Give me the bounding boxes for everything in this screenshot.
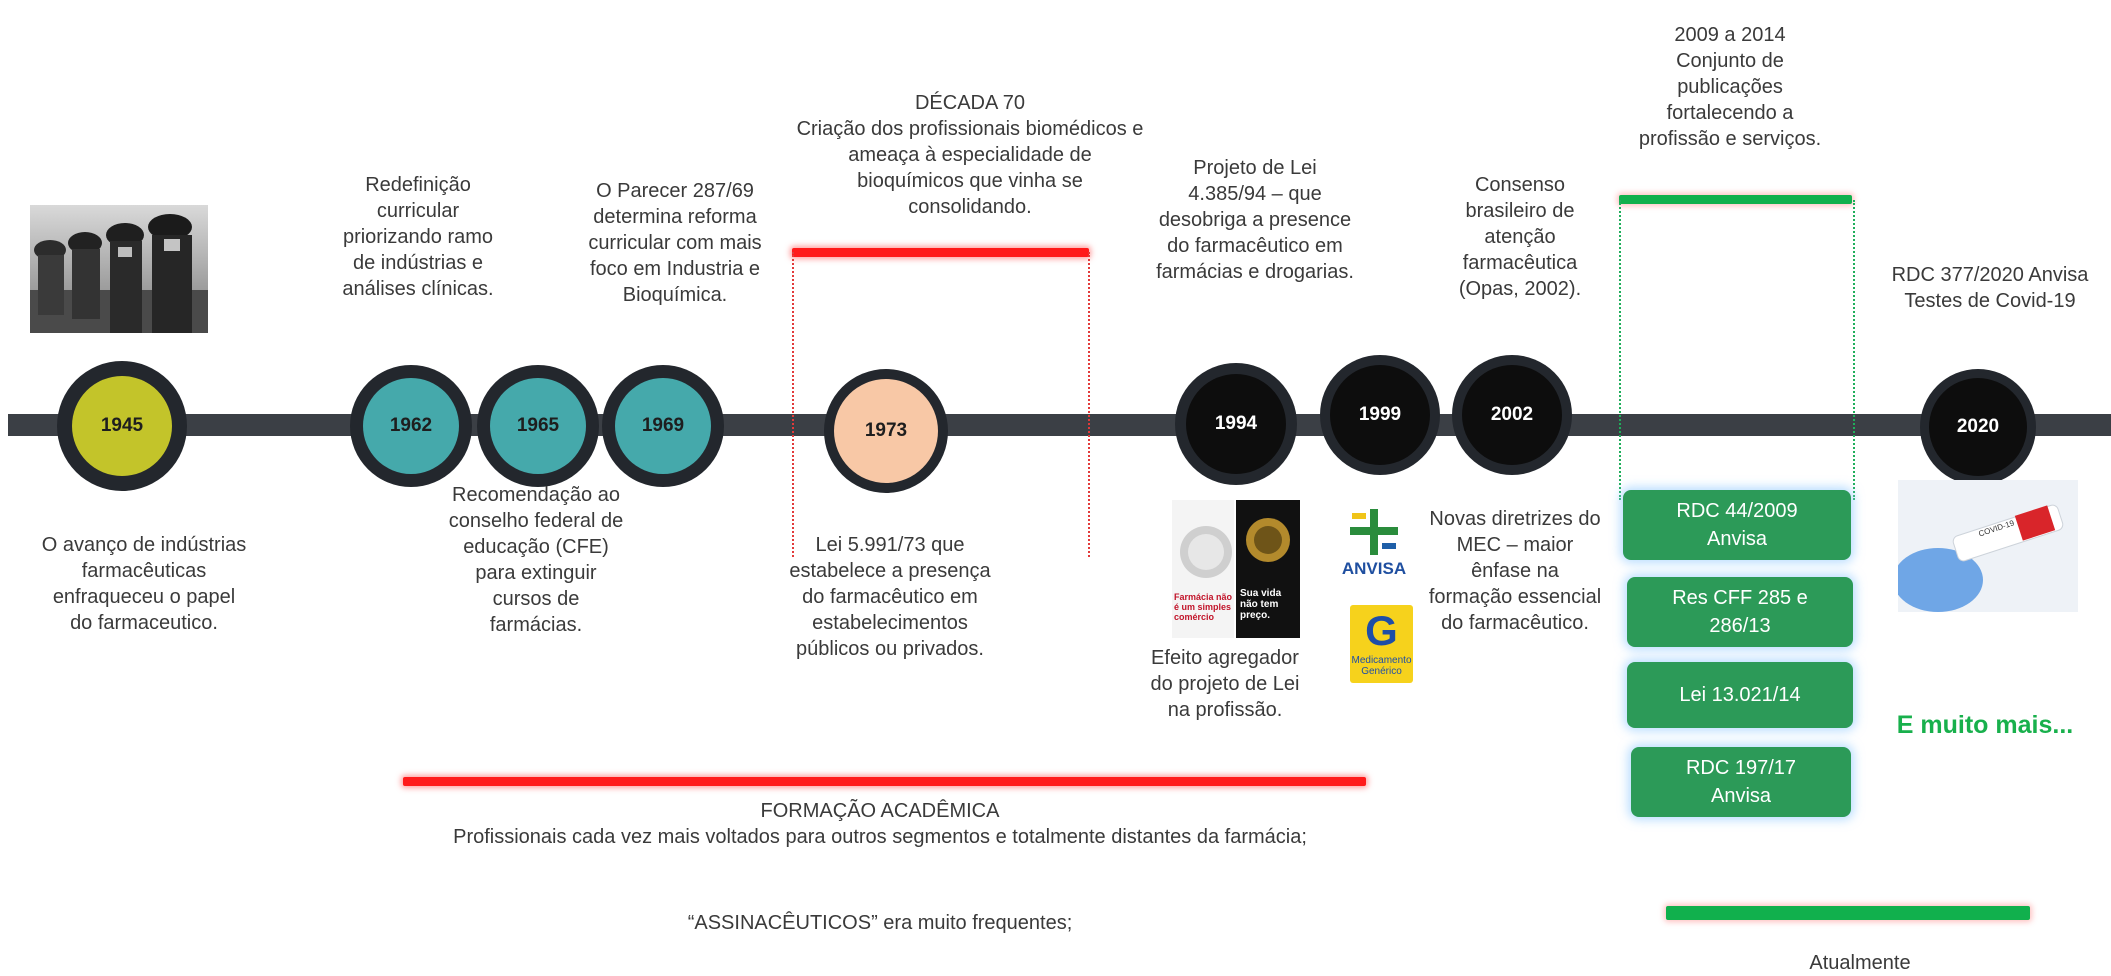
- text-1994: Projeto de Lei 4.385/94 – que desobriga …: [1156, 157, 1354, 283]
- text-2009-2014: 2009 a 2014 Conjunto de publicações fort…: [1638, 24, 1822, 150]
- text-2002: Consenso brasileiro de atenção farmacêut…: [1458, 174, 1582, 300]
- node-1969: 1969: [602, 365, 724, 487]
- node-1965: 1965: [477, 365, 599, 487]
- text-1994-efeito: Efeito agregador do projeto de Lei na pr…: [1150, 647, 1300, 721]
- node-1973-label: 1973: [834, 379, 938, 483]
- text-1965: Recomendação ao conselho federal de educ…: [448, 484, 624, 636]
- node-2020-label: 2020: [1929, 378, 2027, 476]
- text-e-muito-mais: E muito mais...: [1896, 711, 2074, 739]
- text-1999: Novas diretrizes do MEC – maior ênfase n…: [1428, 508, 1602, 634]
- poster-right-caption: Sua vida não tem preço.: [1240, 588, 1282, 621]
- green-dotted-right: [1853, 200, 1855, 500]
- box-lei-13021: Lei 13.021/14: [1627, 662, 1853, 728]
- text-1973: Lei 5.991/73 que estabelece a presença d…: [789, 534, 991, 660]
- text-1962: Redefinição curricular priorizando ramo …: [342, 174, 494, 300]
- node-2002-label: 2002: [1462, 365, 1562, 465]
- green-bar-atualmente: [1666, 906, 2030, 920]
- red-bar-formacao: [403, 777, 1366, 786]
- generico-label: Medicamento Genérico: [1351, 655, 1412, 677]
- text-atualmente: Atualmente: [1809, 952, 1911, 974]
- text-2020: RDC 377/2020 Anvisa Testes de Covid-19: [1891, 264, 2089, 312]
- red-bar-decada-70: [792, 248, 1089, 257]
- text-1945: O avanço de indústrias farmacêuticas enf…: [41, 534, 247, 634]
- node-1999: 1999: [1320, 355, 1440, 475]
- red-dotted-right: [1088, 252, 1090, 557]
- text-decada-70: DÉCADA 70 Criação dos profissionais biom…: [796, 92, 1144, 218]
- box-rdc-44-2009: RDC 44/2009 Anvisa: [1623, 490, 1851, 560]
- node-1999-label: 1999: [1330, 365, 1430, 465]
- generico-g-icon: G: [1365, 607, 1398, 654]
- timeline-bar: [8, 414, 2111, 436]
- covid-test-image: COVID-19: [1893, 480, 2078, 612]
- text-formacao-desc: Profissionais cada vez mais voltados par…: [453, 826, 1307, 848]
- node-2002: 2002: [1452, 355, 1572, 475]
- text-assinaceuticos: “ASSINACÊUTICOS” era muito frequentes;: [687, 912, 1073, 934]
- node-1994-label: 1994: [1186, 374, 1286, 474]
- box-res-cff-285: Res CFF 285 e 286/13: [1627, 577, 1853, 647]
- box-rdc-197-17: RDC 197/17 Anvisa: [1631, 747, 1851, 817]
- node-1962-label: 1962: [363, 378, 459, 474]
- green-bar-2009-2014: [1619, 195, 1852, 204]
- node-1969-label: 1969: [615, 378, 711, 474]
- green-dotted-left: [1619, 200, 1621, 500]
- soldiers-photo: [30, 205, 208, 333]
- anvisa-logo: ANVISA: [1338, 507, 1410, 587]
- text-formacao-title: FORMAÇÃO ACADÊMICA: [760, 800, 1000, 822]
- node-1962: 1962: [350, 365, 472, 487]
- anvisa-label: ANVISA: [1341, 559, 1407, 578]
- node-1945: 1945: [57, 361, 187, 491]
- node-1965-label: 1965: [490, 378, 586, 474]
- node-1994: 1994: [1175, 363, 1297, 485]
- text-1969: O Parecer 287/69 determina reforma curri…: [588, 180, 762, 306]
- node-1973: 1973: [824, 369, 948, 493]
- poster-1994: Farmácia não é um simples comércio Sua v…: [1172, 500, 1300, 638]
- poster-left-caption: Farmácia não é um simples comércio: [1174, 592, 1233, 622]
- node-1945-label: 1945: [72, 376, 172, 476]
- red-dotted-left: [792, 252, 794, 557]
- node-2020: 2020: [1920, 369, 2036, 485]
- generico-logo: G Medicamento Genérico: [1350, 605, 1413, 683]
